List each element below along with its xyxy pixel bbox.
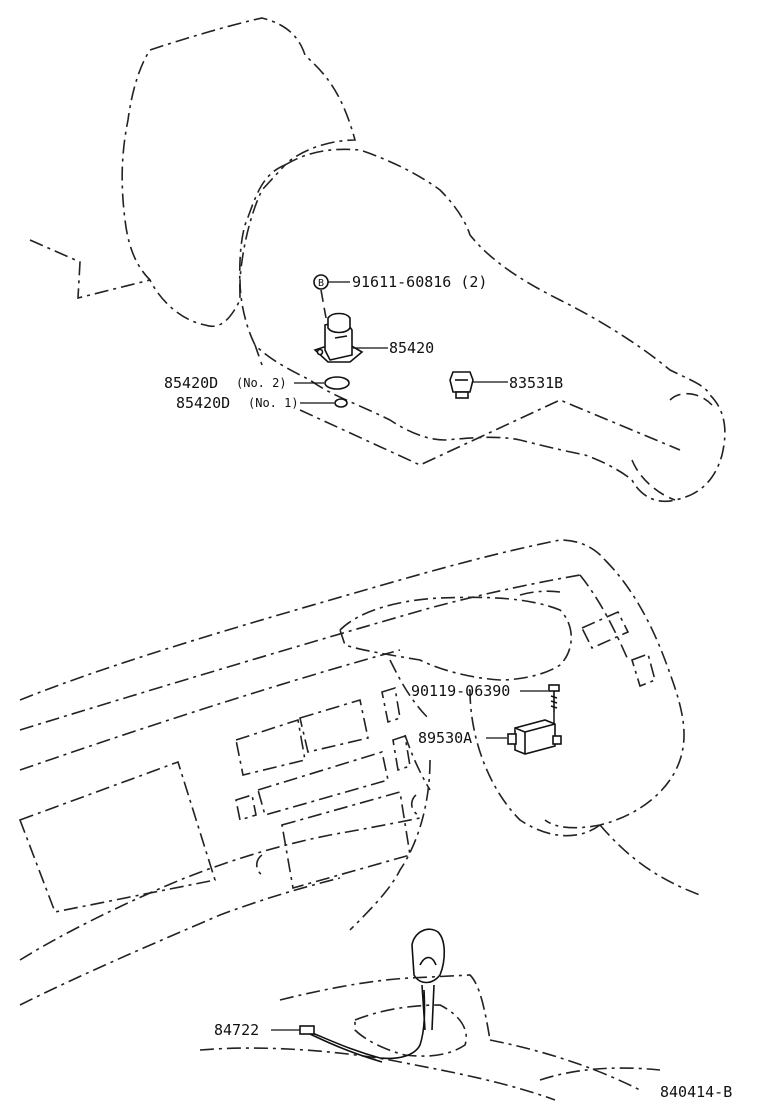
pressure-switch-icon	[449, 371, 474, 399]
svg-text:B: B	[318, 278, 324, 289]
label-o-ring-no2-note: (No. 2)	[236, 376, 287, 390]
label-o-ring-no1-note: (No. 1)	[248, 396, 299, 410]
label-bolt-91611: 91611-60816 (2)	[352, 273, 487, 291]
label-o-ring-no2-code: 85420D	[164, 374, 218, 392]
control-unit-icon	[507, 719, 562, 755]
label-83531b: 83531B	[509, 374, 563, 392]
label-o-ring-no1-code: 85420D	[176, 394, 230, 412]
instrument-panel-outline	[18, 539, 701, 1006]
label-84722: 84722	[214, 1021, 259, 1039]
label-85420: 85420	[389, 339, 434, 357]
bolt-axis-line	[320, 289, 327, 319]
o-ring-no2-icon	[324, 376, 350, 390]
o-ring-no1-icon	[334, 398, 348, 408]
shift-lever-outline	[199, 928, 661, 1101]
bolt-marker-icon: B	[313, 274, 329, 290]
speed-sensor-icon	[313, 312, 364, 363]
diagram-id: 840414-B	[660, 1083, 732, 1101]
screw-icon	[548, 684, 560, 712]
label-89530a: 89530A	[418, 729, 472, 747]
label-90119-06390: 90119-06390	[411, 682, 510, 700]
transmission-outline	[29, 17, 726, 502]
